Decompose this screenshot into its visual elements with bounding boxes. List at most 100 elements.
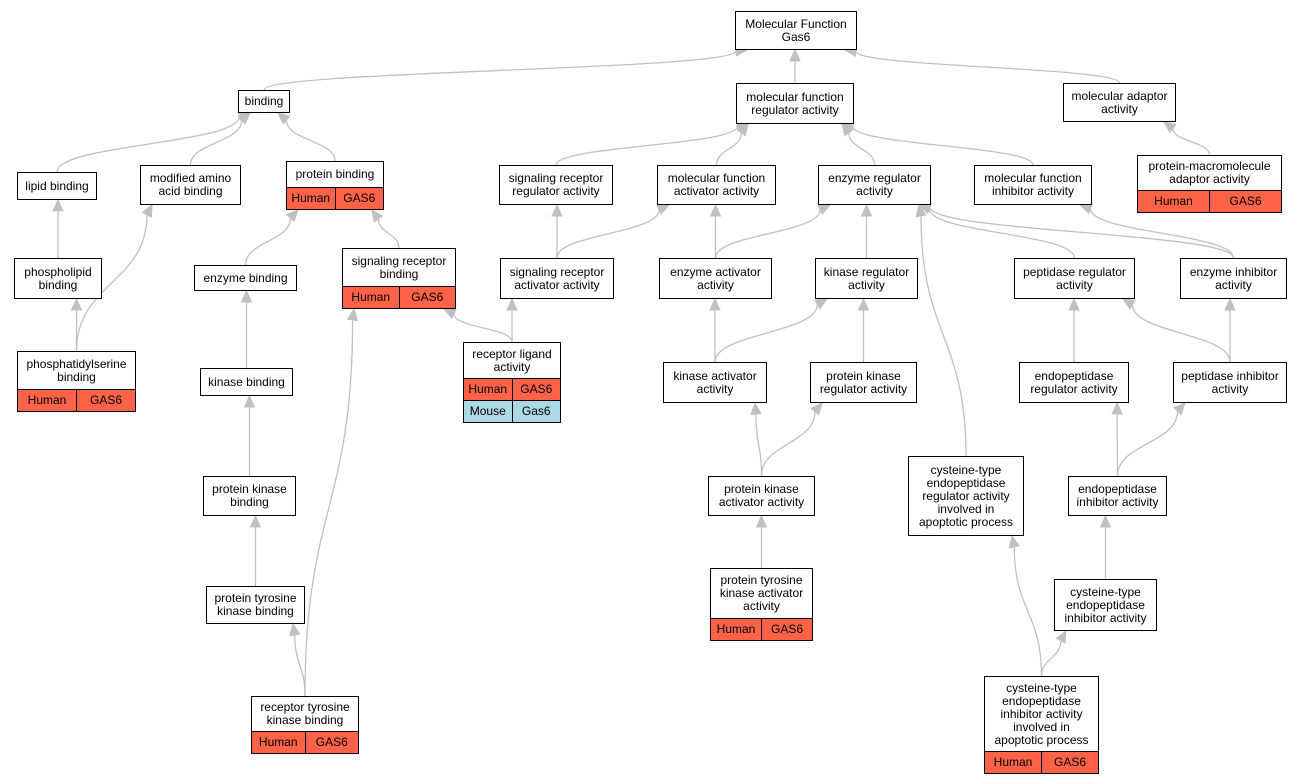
term-label: endopeptidase inhibitor activity [1076, 482, 1159, 509]
go-term-pk-binding[interactable]: protein kinase binding [203, 476, 296, 516]
edge [189, 120, 243, 166]
go-term-cys-endopep-reg-apop[interactable]: cysteine-type endopeptidase regulator ac… [908, 456, 1024, 536]
go-term-kinase-act[interactable]: kinase activator activity [663, 362, 767, 403]
go-term-mf-regulator[interactable]: molecular function regulator activity [736, 83, 854, 124]
term-label: phosphatidylserine binding [26, 356, 127, 384]
edge-arrowhead [289, 622, 301, 637]
go-term-ptk-binding[interactable]: protein tyrosine kinase binding [206, 586, 305, 624]
go-term-mol-adaptor[interactable]: molecular adaptor activity [1063, 83, 1176, 122]
go-term-endopep-inh[interactable]: endopeptidase inhibitor activity [1068, 476, 1167, 516]
edge-arrowhead [285, 209, 299, 223]
edge-arrowhead [237, 112, 251, 125]
term-label: lipid binding [25, 178, 89, 193]
term-label: endopeptidase regulator activity [1030, 368, 1118, 396]
edge-arrowhead [857, 297, 870, 311]
edge-arrowhead [243, 394, 256, 408]
term-label: protein tyrosine kinase binding [214, 591, 297, 618]
go-term-kinase-binding[interactable]: kinase binding [200, 368, 293, 396]
term-label: protein kinase activator activity [718, 482, 805, 509]
go-term-sig-rec-reg[interactable]: signaling receptor regulator activity [499, 165, 613, 205]
go-term-binding[interactable]: binding [238, 90, 290, 113]
go-term-endopep-reg[interactable]: endopeptidase regulator activity [1019, 362, 1129, 403]
go-term-pk-act[interactable]: protein kinase activator activity [708, 476, 815, 516]
edge [556, 209, 660, 259]
term-label: kinase regulator activity [823, 264, 910, 292]
edge-arrowhead [277, 112, 291, 125]
edge-arrowhead [915, 203, 927, 218]
go-term-pk-reg[interactable]: protein kinase regulator activity [810, 362, 917, 403]
edge [285, 119, 336, 162]
edge-arrowhead [1099, 514, 1112, 528]
term-label: molecular function inhibitor activity [984, 171, 1082, 198]
edge-arrowhead [750, 401, 762, 415]
term-label: kinase activator activity [673, 368, 757, 396]
edge-arrowhead [1163, 121, 1177, 134]
term-label: receptor ligand activity [472, 346, 552, 374]
edge-arrowhead [814, 298, 829, 310]
edge [555, 126, 738, 166]
term-label: modified amino acid binding [149, 171, 232, 198]
term-label: molecular function activator activity [667, 171, 766, 198]
edge [855, 50, 1121, 84]
go-term-cys-endopep-inh[interactable]: cysteine-type endopeptidase inhibitor ac… [1054, 579, 1157, 631]
edge-arrowhead [810, 402, 823, 416]
go-term-lipid-binding[interactable]: lipid binding [17, 172, 97, 200]
term-label: molecular adaptor activity [1071, 88, 1168, 116]
term-label: enzyme regulator activity [828, 171, 921, 198]
edge-arrowhead [1055, 629, 1067, 644]
edge-arrowhead [1068, 297, 1080, 311]
edge [714, 304, 819, 363]
term-label: peptidase inhibitor activity [1181, 368, 1279, 396]
go-term-enzyme-binding[interactable]: enzyme binding [194, 265, 297, 291]
edge-arrowhead [755, 514, 768, 528]
edge [75, 214, 148, 352]
species-cell: Human [1154, 194, 1193, 208]
species-cell: Human [468, 382, 508, 396]
go-term-ptk-act[interactable]: protein tyrosine kinase activator activi… [710, 568, 813, 641]
edge-arrowhead [506, 297, 518, 311]
edge [263, 50, 737, 91]
edge [1131, 304, 1231, 363]
edge-arrowhead [817, 204, 832, 216]
species-cell: Human [27, 393, 67, 407]
go-term-mf-inhibitor[interactable]: molecular function inhibitor activity [974, 165, 1092, 205]
go-term-peptidase-reg[interactable]: peptidase regulator activity [1014, 258, 1135, 299]
go-term-enzyme-act[interactable]: enzyme activator activity [659, 258, 772, 299]
edge [1013, 546, 1043, 677]
go-term-enzyme-reg[interactable]: enzyme regulator activity [818, 165, 931, 205]
go-term-kinase-reg[interactable]: kinase regulator activity [815, 258, 918, 299]
term-label: protein binding [295, 167, 375, 181]
go-term-cys-endopep-inh-apop[interactable]: cysteine-type endopeptidase inhibitor ac… [984, 676, 1099, 774]
edge [377, 218, 400, 249]
go-term-enzyme-inh[interactable]: enzyme inhibitor activity [1180, 258, 1287, 299]
species-cell: Mouse [469, 404, 506, 418]
gene-cell: GAS6 [1041, 752, 1098, 773]
edge-arrowhead [709, 297, 721, 311]
edge-arrowhead [709, 203, 722, 217]
edge-arrowhead [1008, 534, 1021, 549]
go-term-phospholipid-binding[interactable]: phospholipid binding [14, 258, 102, 299]
edge-arrowhead [346, 307, 359, 322]
go-term-mod-aa-binding[interactable]: modified amino acid binding [140, 165, 241, 205]
go-term-mf-root[interactable]: Molecular Function Gas6 [735, 11, 857, 50]
edge [755, 413, 763, 477]
term-label: molecular function regulator activity [746, 89, 844, 117]
edge [920, 215, 967, 457]
edge-arrowhead [249, 514, 262, 528]
go-term-peptidase-inh[interactable]: peptidase inhibitor activity [1173, 362, 1287, 403]
go-term-mf-activator[interactable]: molecular function activator activity [657, 165, 776, 205]
edge-arrowhead [860, 203, 873, 217]
edge-arrowhead [1224, 297, 1236, 311]
edge-arrowhead [1121, 298, 1136, 310]
go-term-sig-rec-act[interactable]: signaling receptor activator activity [500, 258, 614, 299]
term-label: enzyme inhibitor activity [1189, 264, 1278, 292]
